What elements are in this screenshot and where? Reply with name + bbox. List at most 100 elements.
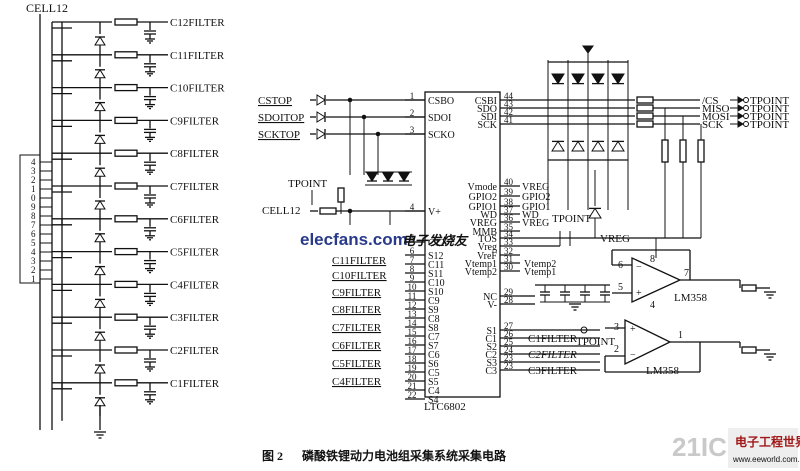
filter-label: C1FILTER — [170, 378, 220, 390]
chip-pin-number: 28 — [504, 295, 514, 305]
chip-pin-number: 40 — [504, 177, 514, 187]
resistor — [114, 313, 138, 321]
diode-symbol — [316, 94, 326, 106]
chip-pin-name: C4 — [428, 386, 440, 397]
spi-tpoint-label: TPOINT — [750, 111, 789, 123]
chip-pin-number: 41 — [504, 115, 513, 125]
resistor — [697, 139, 705, 163]
chip-net-label: VREG — [522, 218, 549, 229]
spi-signal-label: MOSI — [702, 111, 730, 123]
connector-pin-number: 3 — [31, 256, 36, 266]
chip-pin-name: C11 — [428, 260, 444, 271]
resistor — [114, 83, 138, 92]
chip-pin-number: 15 — [408, 327, 418, 337]
chip-pin-number: 20 — [408, 372, 418, 382]
chip-pin-name: S5 — [428, 377, 439, 388]
connector-pin-number: 1 — [31, 184, 36, 194]
chip-pin-name: Vtemp1 — [465, 259, 497, 270]
chip-pin-number: 9 — [410, 273, 415, 283]
chip-net-label: GPIO2 — [522, 192, 550, 203]
chip-net-label: Vtemp1 — [524, 267, 556, 278]
filter-label: C5FILTER — [170, 247, 220, 259]
chip-filter-label: C7FILTER — [332, 322, 382, 334]
chip-pin-number: 7 — [410, 255, 415, 265]
cell-connector — [19, 154, 41, 284]
caption-fig-number: 图 2 — [262, 449, 283, 463]
chip-filter-label: C4FILTER — [332, 376, 382, 388]
resistor — [319, 207, 337, 215]
filter-label: C4FILTER — [170, 279, 220, 291]
chip-right-filter-label: C2FILTER — [528, 349, 577, 361]
resistor — [679, 139, 687, 163]
chip-pin-number: 27 — [504, 321, 514, 331]
chip-pin-number: 13 — [408, 309, 418, 319]
opamp-plus: + — [630, 324, 636, 335]
diode-symbol — [94, 167, 106, 177]
chip-pin-name: S6 — [428, 359, 439, 370]
chip-filter-label: C5FILTER — [332, 358, 382, 370]
chip-pin-name: S4 — [428, 395, 439, 406]
chip-pin-number: 23 — [504, 353, 514, 363]
chip-net-label: VREG — [522, 182, 549, 193]
resistor — [114, 149, 138, 157]
chip-pin-number: 6 — [410, 246, 415, 256]
chip-pin-number: 16 — [408, 336, 418, 346]
chip-pin-number: 5 — [410, 233, 415, 243]
diode-symbol — [94, 134, 106, 144]
chip-filter-label: C6FILTER — [332, 340, 382, 352]
resistor — [114, 116, 138, 125]
resistor — [114, 18, 138, 26]
diode-symbol — [571, 73, 585, 85]
chip-pin-number: 24 — [504, 345, 514, 355]
chip-pin-number: 29 — [504, 287, 514, 297]
chip-pin-name: S8 — [428, 323, 439, 334]
chip-pin-number: 2 — [410, 108, 415, 118]
chip-filter-label: C9FILTER — [332, 287, 382, 299]
chip-pin-number: 19 — [408, 363, 418, 373]
chip-pin-number: 42 — [504, 107, 513, 117]
diode-symbol — [316, 111, 326, 123]
chip-pin-name: C9 — [428, 296, 440, 307]
chip-pin-name: S9 — [428, 305, 439, 316]
cap-element — [337, 187, 345, 203]
chip-pin-name: S2 — [486, 342, 497, 353]
tpoint-lower-label: TPOINT — [576, 336, 615, 348]
spi-signal-label: MISO — [702, 103, 730, 115]
diode-symbol — [551, 73, 565, 85]
diode-symbol — [94, 265, 106, 276]
spi-tpoint-label: TPOINT — [750, 119, 789, 131]
diode-symbol — [611, 73, 625, 85]
chip-pin-number: 23 — [504, 361, 514, 371]
test-point-circle — [580, 326, 588, 334]
chip-pin-name: SDI — [481, 112, 497, 123]
chip-pin-name: SCKO — [428, 130, 455, 141]
chip-pin-name: S3 — [486, 358, 497, 369]
input-label: SDOITOP — [258, 112, 304, 124]
filter-label: C2FILTER — [170, 345, 220, 357]
chip-pin-name: Vtemp2 — [465, 267, 497, 278]
chip-pin-number: 8 — [410, 264, 415, 274]
chip-pin-number: 36 — [504, 213, 514, 223]
chip-pin-name: VREG — [470, 218, 497, 229]
connector-pin-number: 7 — [31, 220, 36, 230]
test-point-circle — [743, 113, 749, 119]
filter-label: C9FILTER — [170, 115, 220, 127]
resistor — [114, 215, 138, 223]
chip-pin-name: C1 — [485, 334, 497, 345]
spi-tpoint-label: TPOINT — [750, 103, 789, 115]
elecfans-cn-text: 电子发烧友 — [402, 233, 469, 248]
opamp-pin: 1 — [678, 330, 683, 341]
connector-pin-number: 3 — [31, 166, 36, 176]
chip-pin-name: SDOI — [428, 113, 451, 124]
chip-pin-number: 26 — [504, 329, 514, 339]
opamp-pin: 4 — [650, 300, 655, 311]
arrow-icon — [582, 45, 594, 54]
chip-pin-number: 38 — [504, 197, 514, 207]
diode-symbol — [398, 172, 410, 182]
chip-pin-name: MMB — [473, 227, 498, 238]
spi-signal-label: /CS — [702, 95, 719, 107]
diode-symbol — [551, 140, 565, 152]
connector-pin-number: 1 — [31, 274, 36, 284]
